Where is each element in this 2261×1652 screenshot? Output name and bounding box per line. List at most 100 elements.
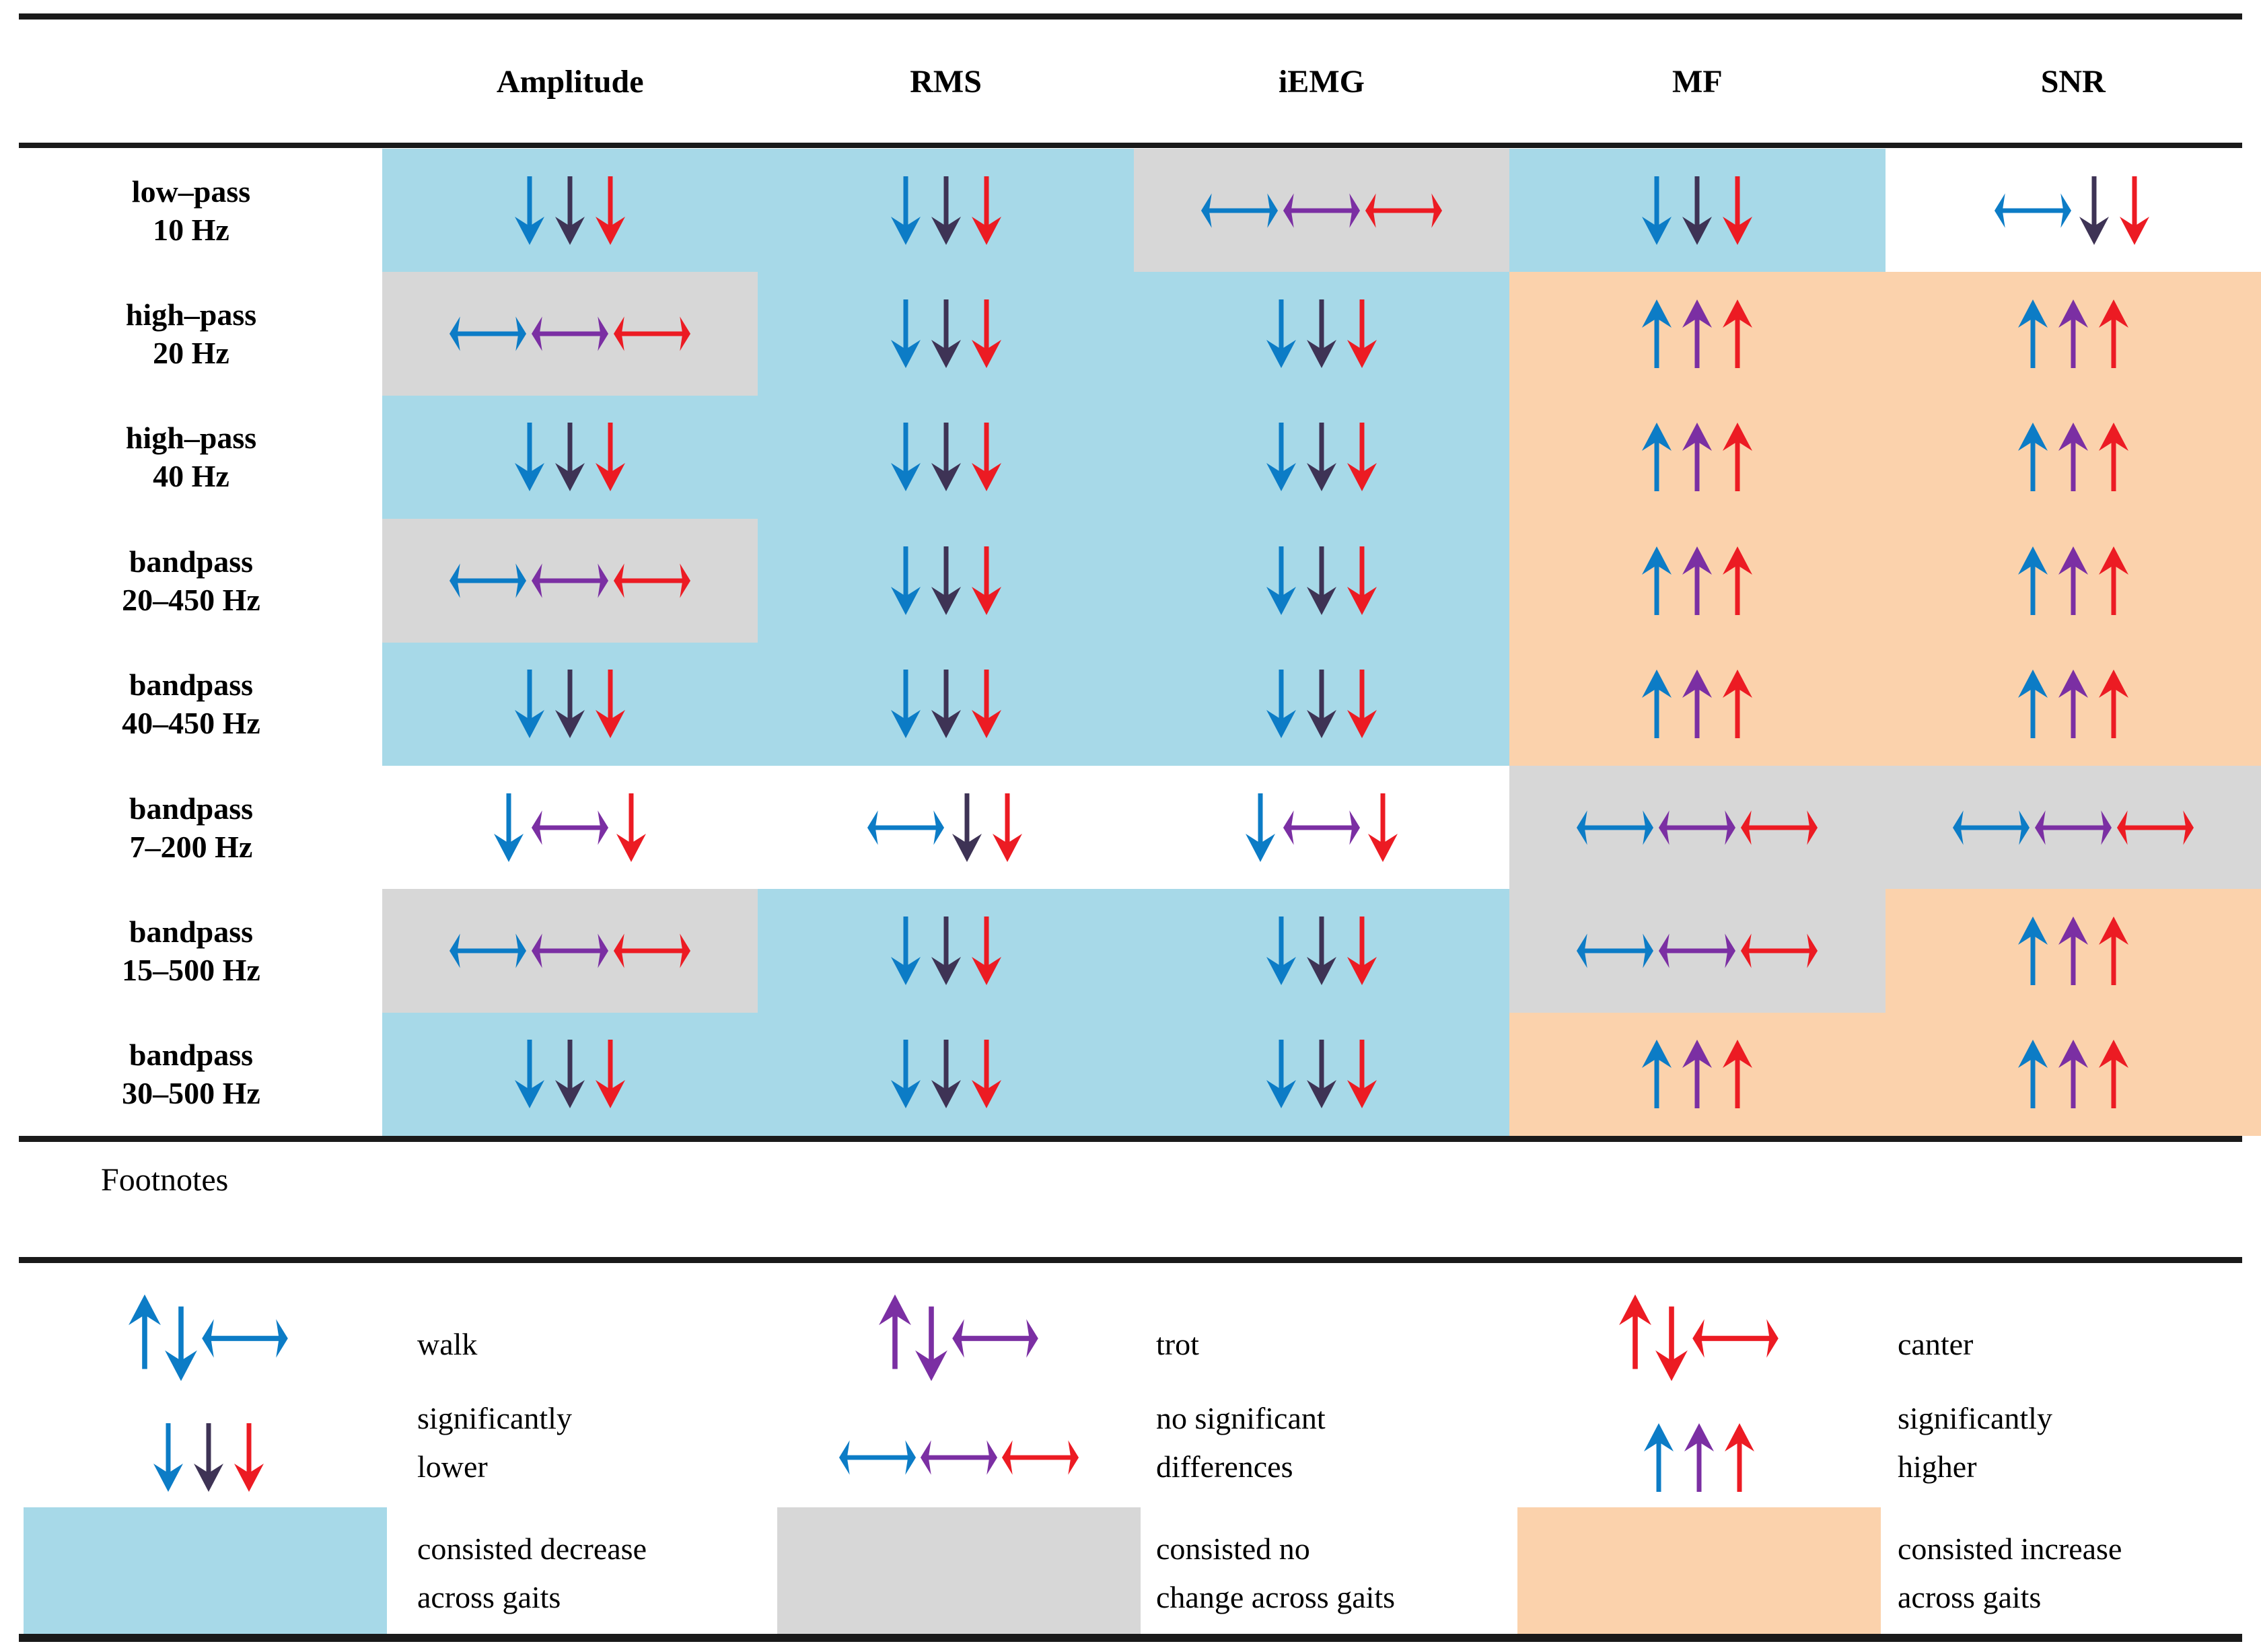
left-right-arrow-icon	[1001, 1440, 1079, 1475]
down-arrow-icon	[1245, 793, 1275, 862]
down-arrow-icon	[971, 299, 1001, 369]
up-arrow-icon	[1682, 670, 1713, 739]
left-right-arrow-icon	[867, 810, 944, 845]
down-arrow-icon	[555, 1040, 585, 1109]
legend-trot-label: trot	[1156, 1327, 1199, 1361]
up-arrow-icon	[1682, 299, 1713, 369]
down-arrow-icon	[1682, 176, 1713, 245]
table-cell	[1133, 395, 1510, 519]
up-arrow-icon	[1723, 299, 1753, 369]
table-cell	[382, 642, 758, 766]
down-arrow-icon	[992, 793, 1022, 862]
down-arrow-icon	[1306, 546, 1336, 615]
table-cell	[382, 272, 758, 396]
up-arrow-icon	[2017, 299, 2048, 369]
down-arrow-icon	[153, 1423, 183, 1492]
down-arrow-icon	[515, 1040, 545, 1109]
up-arrow-icon	[2098, 916, 2128, 985]
up-arrow-icon	[2098, 423, 2128, 492]
down-arrow-icon	[890, 670, 921, 739]
down-arrow-icon	[1266, 670, 1296, 739]
table-cell	[1509, 1012, 1886, 1136]
left-right-arrow-icon	[202, 1319, 288, 1358]
legend-decrease-swatch	[24, 1507, 387, 1634]
down-arrow-icon	[931, 176, 961, 245]
legend-significance-icon	[1571, 1413, 1827, 1502]
table-cell	[758, 889, 1134, 1013]
down-arrow-icon	[555, 423, 585, 492]
table-cell	[1885, 889, 2261, 1013]
down-arrow-icon	[1642, 176, 1672, 245]
left-right-arrow-icon	[1994, 193, 2071, 228]
legend-walk-label: walk	[417, 1327, 478, 1361]
left-right-arrow-icon	[2034, 810, 2112, 845]
up-arrow-icon	[2058, 670, 2088, 739]
table-cell	[758, 1012, 1134, 1136]
left-right-arrow-icon	[1577, 810, 1654, 845]
down-arrow-icon	[1266, 1040, 1296, 1109]
down-arrow-icon	[931, 423, 961, 492]
table-cell	[1133, 272, 1510, 396]
left-right-arrow-icon	[1692, 1319, 1779, 1358]
up-arrow-icon	[1682, 546, 1713, 615]
left-right-arrow-icon	[450, 316, 527, 351]
up-arrow-icon	[2017, 670, 2048, 739]
down-arrow-icon	[931, 546, 961, 615]
column-header-SNR: SNR	[2040, 63, 2106, 100]
legend-no_change-swatch	[777, 1507, 1141, 1634]
table-cell	[382, 519, 758, 643]
legend-significance-icon	[81, 1413, 336, 1502]
footnotes-rule	[19, 1257, 2242, 1263]
down-arrow-icon	[931, 1040, 961, 1109]
table-cell	[1509, 765, 1886, 890]
table-cell	[382, 766, 758, 889]
down-arrow-icon	[596, 423, 626, 492]
up-arrow-icon	[879, 1294, 911, 1369]
table-cell	[1509, 272, 1886, 396]
legend-significance-icon	[831, 1413, 1087, 1502]
up-arrow-icon	[1619, 1294, 1651, 1369]
down-arrow-icon	[616, 793, 647, 862]
down-arrow-icon	[931, 299, 961, 369]
down-arrow-icon	[971, 1040, 1001, 1109]
up-arrow-icon	[2058, 916, 2088, 985]
left-right-arrow-icon	[1659, 810, 1736, 845]
down-arrow-icon	[971, 176, 1001, 245]
down-arrow-icon	[1723, 176, 1753, 245]
up-arrow-icon	[2098, 1040, 2128, 1109]
down-arrow-icon	[194, 1423, 223, 1492]
up-arrow-icon	[2017, 916, 2048, 985]
down-arrow-icon	[971, 916, 1001, 985]
left-right-arrow-icon	[450, 563, 527, 598]
left-right-arrow-icon	[450, 933, 527, 968]
down-arrow-icon	[1655, 1306, 1688, 1381]
left-right-arrow-icon	[532, 933, 609, 968]
left-right-arrow-icon	[532, 810, 609, 845]
table-cell	[1509, 395, 1886, 519]
table-cell	[382, 889, 758, 1013]
down-arrow-icon	[890, 176, 921, 245]
down-arrow-icon	[971, 670, 1001, 739]
up-arrow-icon	[2058, 1040, 2088, 1109]
table-cell	[1509, 149, 1886, 273]
table-cell	[1133, 642, 1510, 766]
up-arrow-icon	[1682, 1040, 1713, 1109]
table-cell	[758, 395, 1134, 519]
up-arrow-icon	[2098, 670, 2128, 739]
up-arrow-icon	[1642, 1040, 1672, 1109]
column-header-Amplitude: Amplitude	[496, 63, 644, 100]
down-arrow-icon	[596, 1040, 626, 1109]
column-header-MF: MF	[1672, 63, 1723, 100]
legend-trot-icon	[875, 1293, 1043, 1384]
left-right-arrow-icon	[1741, 810, 1818, 845]
table-cell	[382, 1012, 758, 1136]
down-arrow-icon	[1367, 793, 1398, 862]
down-arrow-icon	[1347, 423, 1377, 492]
